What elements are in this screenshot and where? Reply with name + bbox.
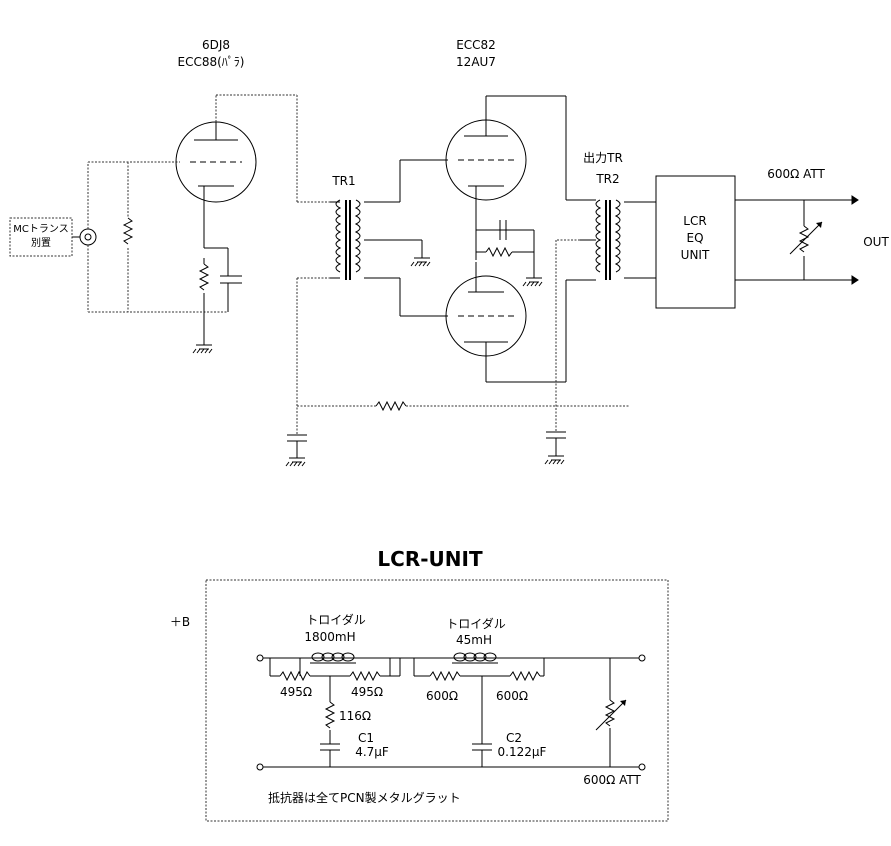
tr2-caption: 出力TR [583, 151, 623, 165]
lcr-rails [256, 654, 646, 771]
mc-transformer-box: MCトランス 別置 [9, 217, 73, 257]
v1-plate-wiring [215, 94, 330, 203]
mc-transformer-sublabel: 別置 [31, 237, 51, 249]
lcr-unit-attenuator [595, 658, 627, 767]
v1-cathode-resistor [198, 263, 210, 291]
ground-symbol [192, 348, 213, 354]
output-label: OUT [863, 235, 889, 249]
r5-value: 116Ω [339, 709, 371, 723]
output-attenuator [735, 195, 859, 285]
inductor-45mh [440, 652, 498, 664]
input-wiring [87, 161, 228, 313]
resistor-pair-600 [413, 658, 545, 682]
lcr-block-line2: EQ [686, 231, 703, 245]
tr2-center-tap [544, 239, 596, 465]
resistor-note: 抵抗器は全てPCN製メタルグラット [268, 790, 461, 805]
l2-type: トロイダル [446, 616, 506, 631]
r1-value: 495Ω [280, 685, 312, 699]
c1-value: 4.7μF [355, 745, 389, 759]
v2-cathode-resistor [485, 246, 513, 258]
tr1-center-tap [364, 239, 431, 267]
transformer-tr1 [330, 199, 361, 280]
v2-plate-wiring [486, 95, 596, 383]
lcr-unit-title: LCR-UNIT [377, 547, 483, 571]
tr2-label: TR2 [595, 172, 619, 186]
tr1-primary-return [285, 277, 330, 467]
tube-v2-type: ECC82 [456, 38, 496, 52]
c1-name: C1 [358, 731, 374, 745]
tube-v2-equivalent: 12AU7 [456, 55, 496, 69]
shunt-c2 [472, 676, 492, 767]
r2-value: 495Ω [351, 685, 383, 699]
tube-v1-equivalent: ECC88(ﾊﾟﾗ) [178, 55, 245, 69]
resistor-pair-495 [269, 658, 401, 682]
lcr-eq-unit-block: LCR EQ UNIT [655, 175, 736, 309]
supply-label: ＋B [170, 615, 190, 629]
c2-value: 0.122μF [498, 745, 547, 759]
v1-cathode-network [192, 200, 242, 354]
input-resistor [122, 217, 134, 245]
tube-v2-lower [445, 262, 527, 382]
v2-cathode-network [476, 220, 543, 287]
supply-resistor [375, 400, 407, 412]
r3-value: 600Ω [426, 689, 458, 703]
l1-value: 1800mH [304, 630, 355, 644]
attenuator-label: 600Ω ATT [767, 167, 825, 181]
transformer-tr2 [595, 199, 656, 280]
supply-rail [297, 400, 630, 412]
l2-value: 45mH [456, 633, 492, 647]
lcr-attenuator-label: 600Ω ATT [583, 773, 641, 787]
r4-value: 600Ω [496, 689, 528, 703]
tr1-secondary-wiring [364, 159, 448, 317]
lcr-block-line3: UNIT [681, 248, 710, 262]
lcr-unit-frame [205, 579, 669, 822]
inductor-1800mh [299, 652, 391, 676]
lcr-block-line1: LCR [683, 214, 706, 228]
mc-transformer-label: MCトランス [13, 223, 68, 235]
l1-type: トロイダル [306, 612, 366, 627]
tube-v1-type: 6DJ8 [202, 38, 230, 52]
shunt-r5-c1 [320, 676, 340, 767]
c2-name: C2 [506, 731, 522, 745]
input-jack [72, 228, 97, 246]
tube-v2-upper [445, 96, 527, 260]
tube-v1 [175, 121, 257, 203]
tr1-label: TR1 [331, 174, 355, 188]
